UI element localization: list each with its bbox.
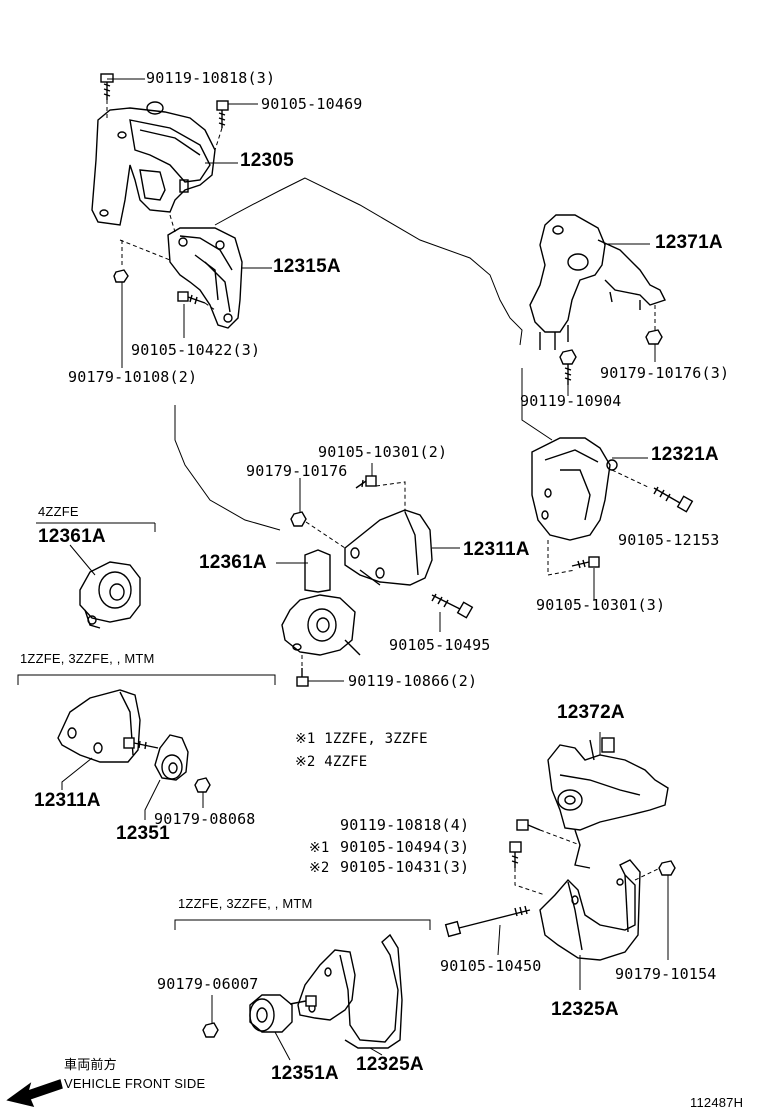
label-12351: 12351 [116,823,170,844]
part-12361A-mount [281,549,361,656]
bolt-12325A-variant-icon [289,995,317,1007]
label-12321A: 12321A [651,444,719,465]
label-90179-10154: 90179-10154 [615,965,717,983]
note-1zzfe: ※1 1ZZFE, 3ZZFE [295,731,428,747]
label-90179-06007: 90179-06007 [157,975,259,993]
label-variant-1zzfe-a: 1ZZFE, 3ZZFE, , MTM [20,651,155,666]
label-mark-2: ※2 [309,860,330,876]
bolt-90105-10494-icon [509,841,522,868]
label-90119-10904: 90119-10904 [520,392,622,410]
label-90179-08068: 90179-08068 [154,810,256,828]
part-12351-bushing [154,734,189,781]
note-4zzfe: ※2 4ZZFE [295,754,368,770]
label-mark-1: ※1 [309,840,330,856]
nut-90179-10176-icon [645,329,663,345]
label-90105-10494-3: 90105-10494(3) [340,838,470,856]
label-90105-10301-2: 90105-10301(2) [318,443,448,461]
bolt-90105-10422-icon [177,291,206,305]
label-90105-10469: 90105-10469 [261,95,363,113]
label-90105-10495: 90105-10495 [389,636,491,654]
bolt-12311A-variant-icon [123,737,159,750]
label-90179-10108-2: 90179-10108(2) [68,368,198,386]
label-12372A: 12372A [557,702,625,723]
label-12315A: 12315A [273,256,341,277]
label-12371A: 12371A [655,232,723,253]
label-90119-10866-2: 90119-10866(2) [348,672,478,690]
label-12325A-right: 12325A [551,999,619,1020]
nut-90179-10154-icon [658,860,676,876]
label-12351A: 12351A [271,1063,339,1084]
label-variant-1zzfe-b: 1ZZFE, 3ZZFE, , MTM [178,896,313,911]
label-90105-10431-3: 90105-10431(3) [340,858,470,876]
bolt-90119-10904-icon [559,349,577,385]
label-90105-10450: 90105-10450 [440,957,542,975]
label-90179-10176: 90179-10176 [246,462,348,480]
label-12361A-mid: 12361A [199,552,267,573]
part-12315A-bracket [167,227,243,329]
part-12371A-mount [529,214,666,350]
bolt-90105-10450-icon [444,905,531,938]
nut-90179-06007-icon [202,1022,219,1038]
bolt-90105-10495-icon [431,593,474,619]
bolt-90105-10301-3-icon [571,556,600,569]
label-12311A-top: 12311A [463,539,530,560]
diagram-id: 112487H [690,1095,744,1110]
nut-90179-10108-icon [113,269,129,283]
label-90119-10818-4: 90119-10818(4) [340,816,470,834]
nut-90179-08068-icon [194,777,211,793]
nut-90179-10176-single-icon [290,511,307,527]
bolt-90105-10469-icon [216,100,229,128]
part-12305-mount-bracket [91,101,216,226]
label-12361A-left: 12361A [38,526,106,547]
label-front-jp: 車両前方 [64,1057,117,1072]
vehicle-front-arrow-icon [6,1079,63,1108]
bolt-90119-10818-4-icon [516,819,541,831]
label-12305: 12305 [240,150,294,171]
part-12351A-bushing [249,994,293,1033]
label-90105-10422-3: 90105-10422(3) [131,341,261,359]
part-12325A-bracket [539,859,641,961]
part-12372A-mount [547,737,669,869]
bolt-90105-12153-icon [653,486,694,513]
bolt-90119-10866-icon [296,668,309,687]
label-front-en: VEHICLE FRONT SIDE [64,1076,206,1091]
part-12321A-bracket [531,437,618,541]
label-90105-12153: 90105-12153 [618,531,720,549]
bolt-90119-10818-icon [100,73,114,100]
part-12361A-4zzfe-mount [79,561,141,629]
part-12325A-variant-bracket [297,933,403,1049]
label-90179-10176-3: 90179-10176(3) [600,364,730,382]
label-variant-4zzfe: 4ZZFE [38,504,79,519]
label-12311A-left: 12311A [34,790,101,811]
label-90119-10818-3: 90119-10818(3) [146,69,276,87]
label-12325A-bottom: 12325A [356,1054,424,1075]
label-90105-10301-3: 90105-10301(3) [536,596,666,614]
part-12311A-bracket [344,509,433,586]
part-12311A-variant-bracket [57,689,141,763]
bolt-90105-10301-2-icon [355,475,377,489]
